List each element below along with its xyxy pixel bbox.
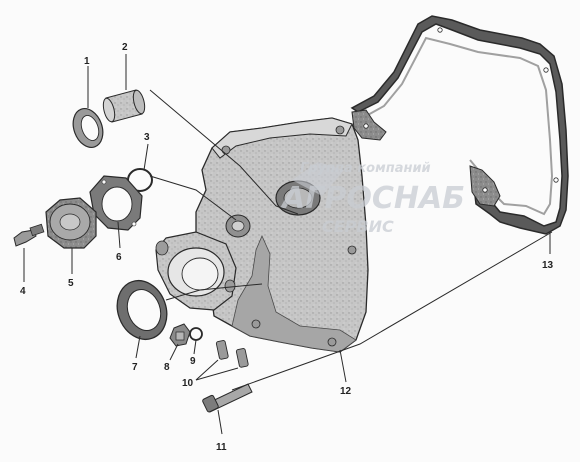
flange-gasket bbox=[89, 175, 143, 231]
callout-11: 11 bbox=[216, 442, 227, 453]
watermark-line1: Группа компаний bbox=[300, 161, 431, 176]
callout-4: 4 bbox=[20, 286, 26, 297]
watermark-line3: СЕРВИС bbox=[322, 217, 394, 236]
callout-8: 8 bbox=[164, 362, 170, 373]
housing-top-face bbox=[211, 117, 353, 159]
callout-12: 12 bbox=[340, 386, 352, 397]
housing-bolt-boss bbox=[221, 145, 231, 155]
plug bbox=[169, 323, 191, 347]
studs bbox=[215, 340, 249, 368]
watermark-line2: АГРОСНАБ bbox=[280, 181, 465, 216]
callout-6: 6 bbox=[116, 252, 122, 263]
housing-seal-bore-inner bbox=[181, 257, 219, 291]
washer bbox=[189, 327, 203, 341]
housing-boss-hole bbox=[231, 220, 245, 232]
seal-ring bbox=[72, 108, 104, 148]
leader-lines bbox=[23, 54, 553, 435]
callout-7: 7 bbox=[132, 362, 138, 373]
housing-shadow bbox=[231, 235, 357, 353]
gasket-bolt-hole bbox=[553, 177, 559, 183]
callout-13: 13 bbox=[542, 260, 554, 271]
housing-bolt-boss bbox=[327, 337, 337, 347]
callout-2: 2 bbox=[122, 42, 128, 53]
housing-bolt-boss bbox=[335, 125, 345, 135]
callout-labels: 1 2 3 4 5 6 7 8 9 10 11 12 13 bbox=[20, 42, 554, 453]
gasket-ear-left bbox=[351, 109, 387, 141]
end-cap bbox=[45, 197, 97, 249]
bolt-4 bbox=[13, 223, 45, 247]
bushing bbox=[102, 89, 146, 123]
housing-bolt-boss bbox=[251, 319, 261, 329]
gasket-bolt-hole bbox=[543, 67, 549, 73]
cover-gasket bbox=[350, 15, 569, 235]
gear-housing bbox=[155, 117, 369, 353]
callout-3: 3 bbox=[144, 132, 150, 143]
watermark: Группа компаний АГРОСНАБ СЕРВИС bbox=[280, 161, 465, 236]
callout-1: 1 bbox=[84, 56, 90, 67]
flange-lug bbox=[155, 240, 169, 256]
gasket-bolt-hole bbox=[482, 187, 488, 193]
large-seal bbox=[116, 279, 168, 341]
gasket-ear-right bbox=[469, 165, 501, 207]
housing-bore-upper-inner bbox=[283, 187, 313, 209]
housing-bolt-boss bbox=[347, 245, 357, 255]
callout-9: 9 bbox=[190, 356, 196, 367]
flange-lug bbox=[224, 279, 236, 293]
long-bolt bbox=[202, 383, 253, 413]
gasket-bolt-hole bbox=[363, 123, 369, 129]
gasket-bolt-hole bbox=[437, 27, 443, 33]
callout-10: 10 bbox=[182, 378, 194, 389]
watermark-logo-icon bbox=[292, 162, 344, 196]
callout-5: 5 bbox=[68, 278, 74, 289]
